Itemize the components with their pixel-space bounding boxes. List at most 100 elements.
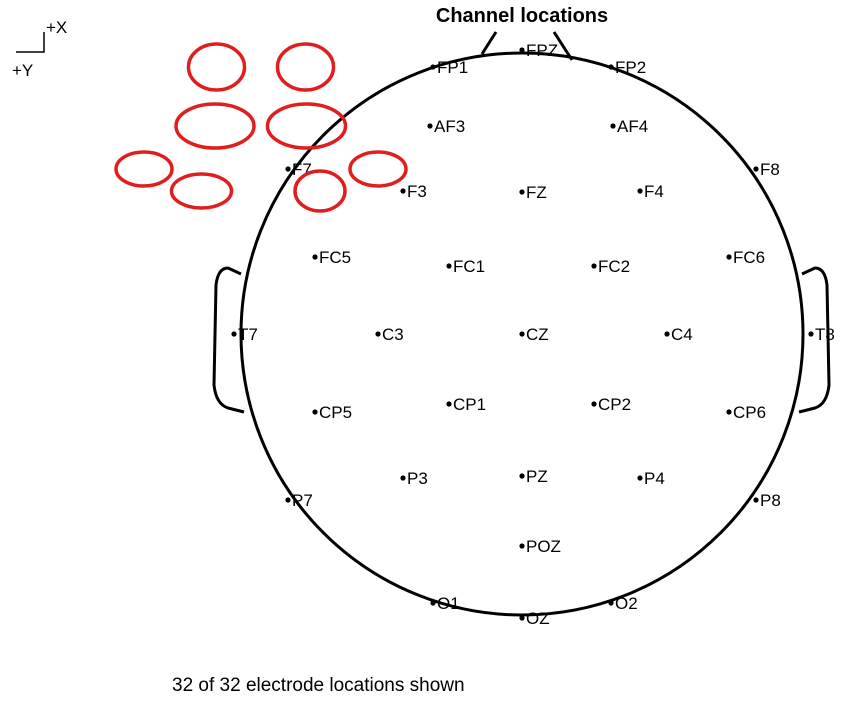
electrode-af3: AF3: [174, 102, 465, 150]
electrode-dot-c4: [664, 331, 670, 337]
electrode-dot-p7: [285, 497, 291, 503]
electrode-dot-p3: [400, 475, 406, 481]
electrode-dot-af4: [610, 123, 616, 129]
head-outline: [239, 51, 805, 617]
electrode-fz: FZ: [519, 183, 547, 202]
electrode-label-p8: P8: [760, 491, 781, 510]
electrode-o2: O2: [608, 594, 638, 613]
electrode-dot-fp2: [608, 64, 614, 70]
highlight-ring-af4: [265, 102, 348, 150]
electrode-fc2: FC2: [591, 257, 630, 276]
electrode-dot-fz: [519, 189, 525, 195]
electrode-dot-cz: [519, 331, 525, 337]
electrode-count-footer: 32 of 32 electrode locations shown: [172, 675, 465, 696]
electrode-label-c3: C3: [382, 325, 404, 344]
left-ear: [212, 266, 245, 414]
electrode-cp2: CP2: [591, 395, 631, 414]
highlight-ring-af3: [174, 102, 256, 150]
electrode-p7: P7: [285, 491, 313, 510]
electrode-f3: F3: [169, 172, 427, 210]
electrode-dot-f7: [285, 166, 291, 172]
electrode-label-f3: F3: [407, 182, 427, 201]
highlight-ring-fp1: [186, 42, 247, 92]
orientation-indicator: +X +Y: [12, 18, 67, 80]
electrode-dot-cp1: [446, 401, 452, 407]
electrode-fc6: FC6: [726, 248, 765, 267]
electrode-label-t8: T8: [815, 325, 835, 344]
highlight-ring-f7: [114, 150, 174, 188]
electrode-label-oz: OZ: [526, 609, 550, 628]
right-ear: [798, 266, 831, 414]
electrode-dot-cp6: [726, 409, 732, 415]
electrode-label-p4: P4: [644, 469, 665, 488]
electrode-dot-fc5: [312, 254, 318, 260]
electrode-label-cp5: CP5: [319, 403, 352, 422]
highlight-ring-fp2: [275, 42, 336, 92]
electrode-poz: POZ: [519, 537, 561, 556]
electrode-dot-t8: [808, 331, 814, 337]
electrode-dot-fc2: [591, 263, 597, 269]
electrode-o1: O1: [430, 594, 460, 613]
electrode-dot-fp1: [430, 64, 436, 70]
electrode-label-fc1: FC1: [453, 257, 485, 276]
electrode-label-af4: AF4: [617, 117, 648, 136]
electrode-c3: C3: [375, 325, 404, 344]
highlight-ring-f3: [169, 172, 234, 210]
electrode-cp6: CP6: [726, 403, 766, 422]
electrode-dot-o2: [608, 600, 614, 606]
electrode-cp1: CP1: [446, 395, 486, 414]
electrode-label-fz: FZ: [526, 183, 547, 202]
electrode-dot-pz: [519, 473, 525, 479]
electrode-dot-fc6: [726, 254, 732, 260]
electrode-dot-f8: [753, 166, 759, 172]
electrode-cp5: CP5: [312, 403, 352, 422]
electrode-label-p7: P7: [292, 491, 313, 510]
electrode-t7: T7: [231, 325, 258, 344]
electrode-dot-af3: [427, 123, 433, 129]
electrode-dot-fc1: [446, 263, 452, 269]
electrode-label-cp6: CP6: [733, 403, 766, 422]
electrode-dot-f3: [400, 188, 406, 194]
electrode-label-fp2: FP2: [615, 58, 646, 77]
electrode-dot-p4: [637, 475, 643, 481]
electrode-label-fp1: FP1: [437, 58, 468, 77]
electrode-label-fpz: FPZ: [526, 41, 558, 60]
electrode-label-cp1: CP1: [453, 395, 486, 414]
electrode-c4: C4: [664, 325, 693, 344]
electrode-fp1: FP1: [186, 42, 468, 92]
electrode-dot-t7: [231, 331, 237, 337]
diagram-title: Channel locations: [436, 5, 608, 27]
electrode-dot-oz: [519, 615, 525, 621]
electrode-label-f4: F4: [644, 182, 664, 201]
electrode-af4: AF4: [265, 102, 648, 150]
electrode-label-fc6: FC6: [733, 248, 765, 267]
electrode-fc1: FC1: [446, 257, 485, 276]
electrode-fc5: FC5: [312, 248, 351, 267]
electrode-f4: F4: [293, 169, 664, 213]
x-axis-label: +X: [46, 18, 67, 37]
highlight-ring-f8: [348, 150, 408, 188]
electrode-oz: OZ: [519, 609, 550, 628]
electrode-label-af3: AF3: [434, 117, 465, 136]
electrode-label-cp2: CP2: [598, 395, 631, 414]
electrode-dot-poz: [519, 543, 525, 549]
electrode-dot-o1: [430, 600, 436, 606]
electrode-dot-c3: [375, 331, 381, 337]
electrode-label-poz: POZ: [526, 537, 561, 556]
electrode-label-pz: PZ: [526, 467, 548, 486]
highlight-ring-f4: [293, 169, 347, 213]
electrode-p8: P8: [753, 491, 781, 510]
electrode-dot-cp5: [312, 409, 318, 415]
electrode-fp2: FP2: [275, 42, 646, 92]
electrode-dot-fpz: [519, 47, 525, 53]
electrode-dot-cp2: [591, 401, 597, 407]
electrode-label-o1: O1: [437, 594, 460, 613]
electrode-label-c4: C4: [671, 325, 693, 344]
electrode-dot-p8: [753, 497, 759, 503]
nose: [480, 31, 574, 61]
electrode-fpz: FPZ: [519, 41, 558, 60]
electrode-p4: P4: [637, 469, 665, 488]
electrode-p3: P3: [400, 469, 428, 488]
